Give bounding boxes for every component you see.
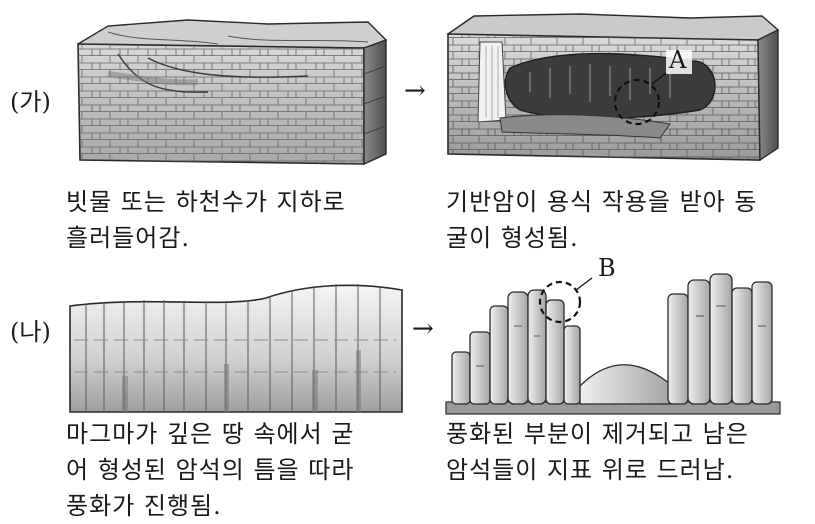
caption-line: 빗물 또는 하천수가 지하로 bbox=[66, 188, 346, 216]
panel-a-right-caption: 기반암이 용식 작용을 받아 동 굴이 형성됨. bbox=[446, 184, 757, 256]
caption-line: 풍화된 부분이 제거되고 남은 bbox=[446, 420, 749, 448]
panel-a-left-caption: 빗물 또는 하천수가 지하로 흘러들어감. bbox=[66, 184, 346, 256]
caption-line: 어 형성된 암석의 틈을 따라 bbox=[66, 456, 355, 484]
limestone-block-before bbox=[76, 19, 388, 166]
marker-a: A bbox=[669, 46, 687, 74]
caption-line: 마그마가 깊은 땅 속에서 굳 bbox=[66, 420, 355, 448]
panel-b-right-caption: 풍화된 부분이 제거되고 남은 암석들이 지표 위로 드러남. bbox=[446, 416, 749, 488]
caption-line: 흘러들어감. bbox=[66, 224, 191, 252]
panel-b-label: (나) bbox=[10, 318, 51, 346]
granite-joints-before bbox=[69, 284, 403, 413]
caption-line: 기반암이 용식 작용을 받아 동 bbox=[446, 188, 758, 216]
panel-a-label: (가) bbox=[10, 88, 51, 116]
caption-line: 암석들이 지표 위로 드러남. bbox=[446, 456, 735, 484]
panel-b-left-caption: 마그마가 깊은 땅 속에서 굳 어 형성된 암석의 틈을 따라 풍화가 진행됨. bbox=[66, 416, 354, 524]
caption-line: 굴이 형성됨. bbox=[446, 224, 579, 252]
caption-line: 풍화가 진행됨. bbox=[66, 492, 222, 520]
granite-pillars-after bbox=[445, 273, 781, 415]
panel-a-arrow: → bbox=[404, 76, 426, 106]
limestone-cave-after bbox=[447, 13, 780, 162]
marker-b: B bbox=[598, 254, 616, 282]
panel-b-arrow: → bbox=[412, 314, 434, 344]
